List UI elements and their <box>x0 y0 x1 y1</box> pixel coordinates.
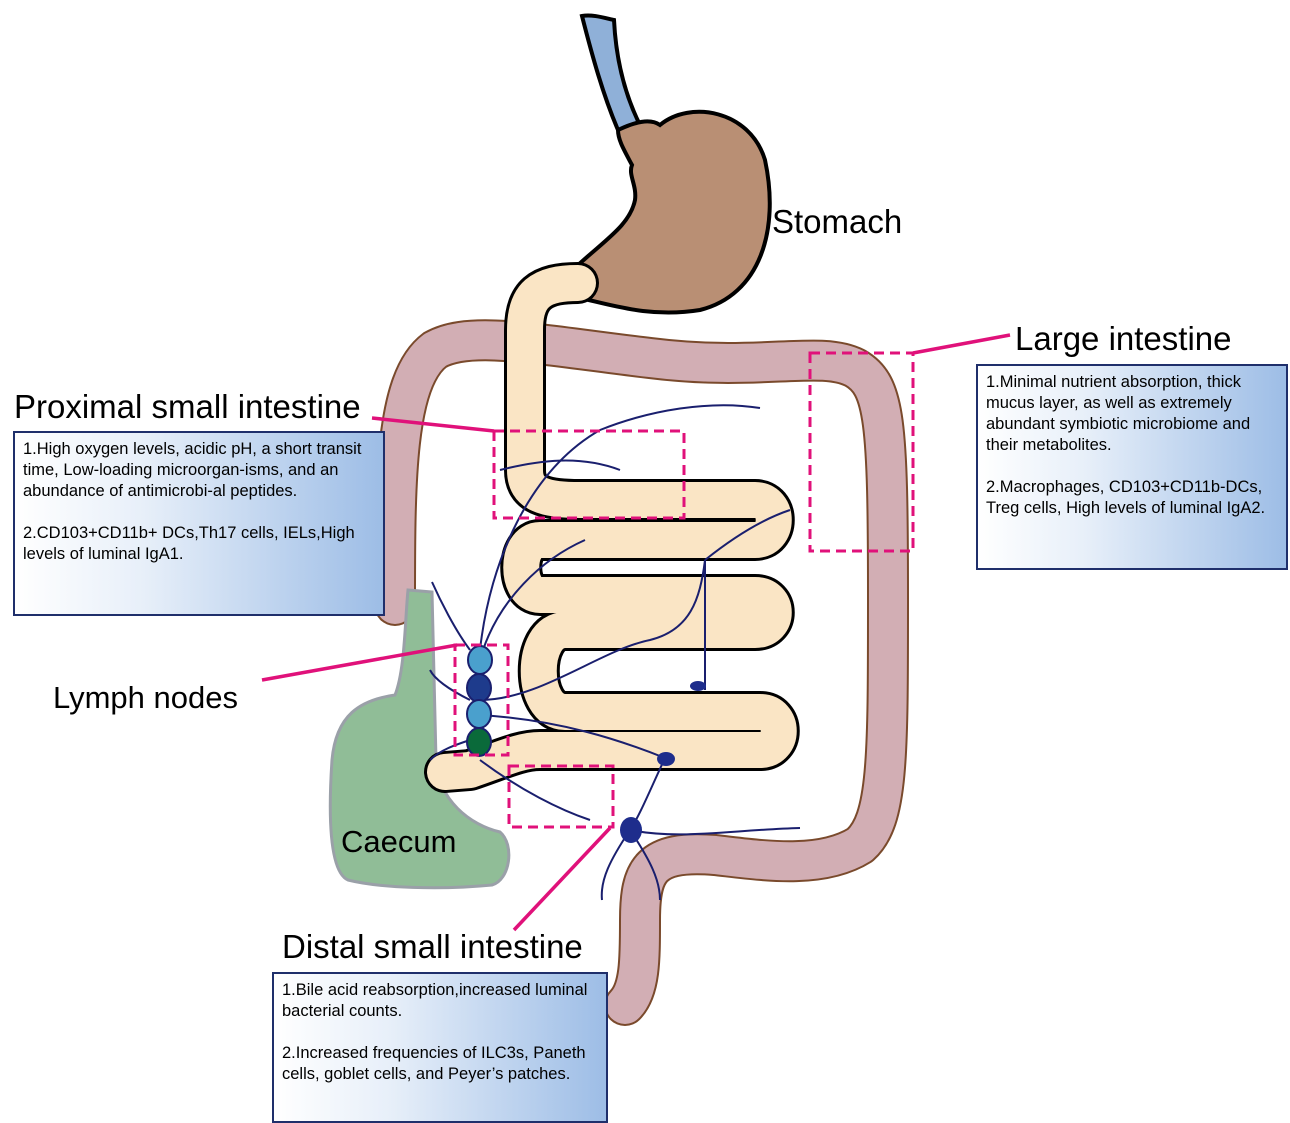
lymph-node <box>467 674 491 702</box>
large-intestine-callout-line <box>913 335 1010 353</box>
lymph-node <box>467 728 491 756</box>
large-intestine-label: Large intestine <box>1015 320 1231 358</box>
lymph-node <box>467 700 491 728</box>
distal-region-box <box>509 766 613 827</box>
lymph-node <box>620 817 642 843</box>
large-intestine <box>395 340 888 1005</box>
large-info-point-2: 2.Macrophages, CD103+CD11b-DCs, Treg cel… <box>986 477 1278 519</box>
distal-info-point-2: 2.Increased frequencies of ILC3s, Paneth… <box>282 1043 598 1085</box>
distal-callout-line <box>514 828 610 930</box>
proximal-small-intestine-label: Proximal small intestine <box>14 388 361 426</box>
caecum-label: Caecum <box>341 824 456 860</box>
lymph-node <box>690 681 706 691</box>
proximal-info-point-2: 2.CD103+CD11b+ DCs,Th17 cells, IELs,High… <box>23 523 375 565</box>
distal-info-point-1: 1.Bile acid reabsorption,increased lumin… <box>282 980 598 1022</box>
stomach-label: Stomach <box>772 203 902 241</box>
stomach <box>577 112 770 313</box>
lymph-node <box>468 646 492 674</box>
large-info-point-1: 1.Minimal nutrient absorption, thick muc… <box>986 372 1278 456</box>
proximal-info-box: 1.High oxygen levels, acidic pH, a short… <box>13 431 385 616</box>
lymph-node <box>657 752 675 766</box>
distal-info-box: 1.Bile acid reabsorption,increased lumin… <box>272 972 608 1123</box>
large-intestine-info-box: 1.Minimal nutrient absorption, thick muc… <box>976 364 1288 570</box>
distal-small-intestine-label: Distal small intestine <box>282 928 583 966</box>
proximal-info-point-1: 1.High oxygen levels, acidic pH, a short… <box>23 439 375 502</box>
esophagus <box>582 15 640 130</box>
lymph-nodes-label: Lymph nodes <box>53 680 238 716</box>
